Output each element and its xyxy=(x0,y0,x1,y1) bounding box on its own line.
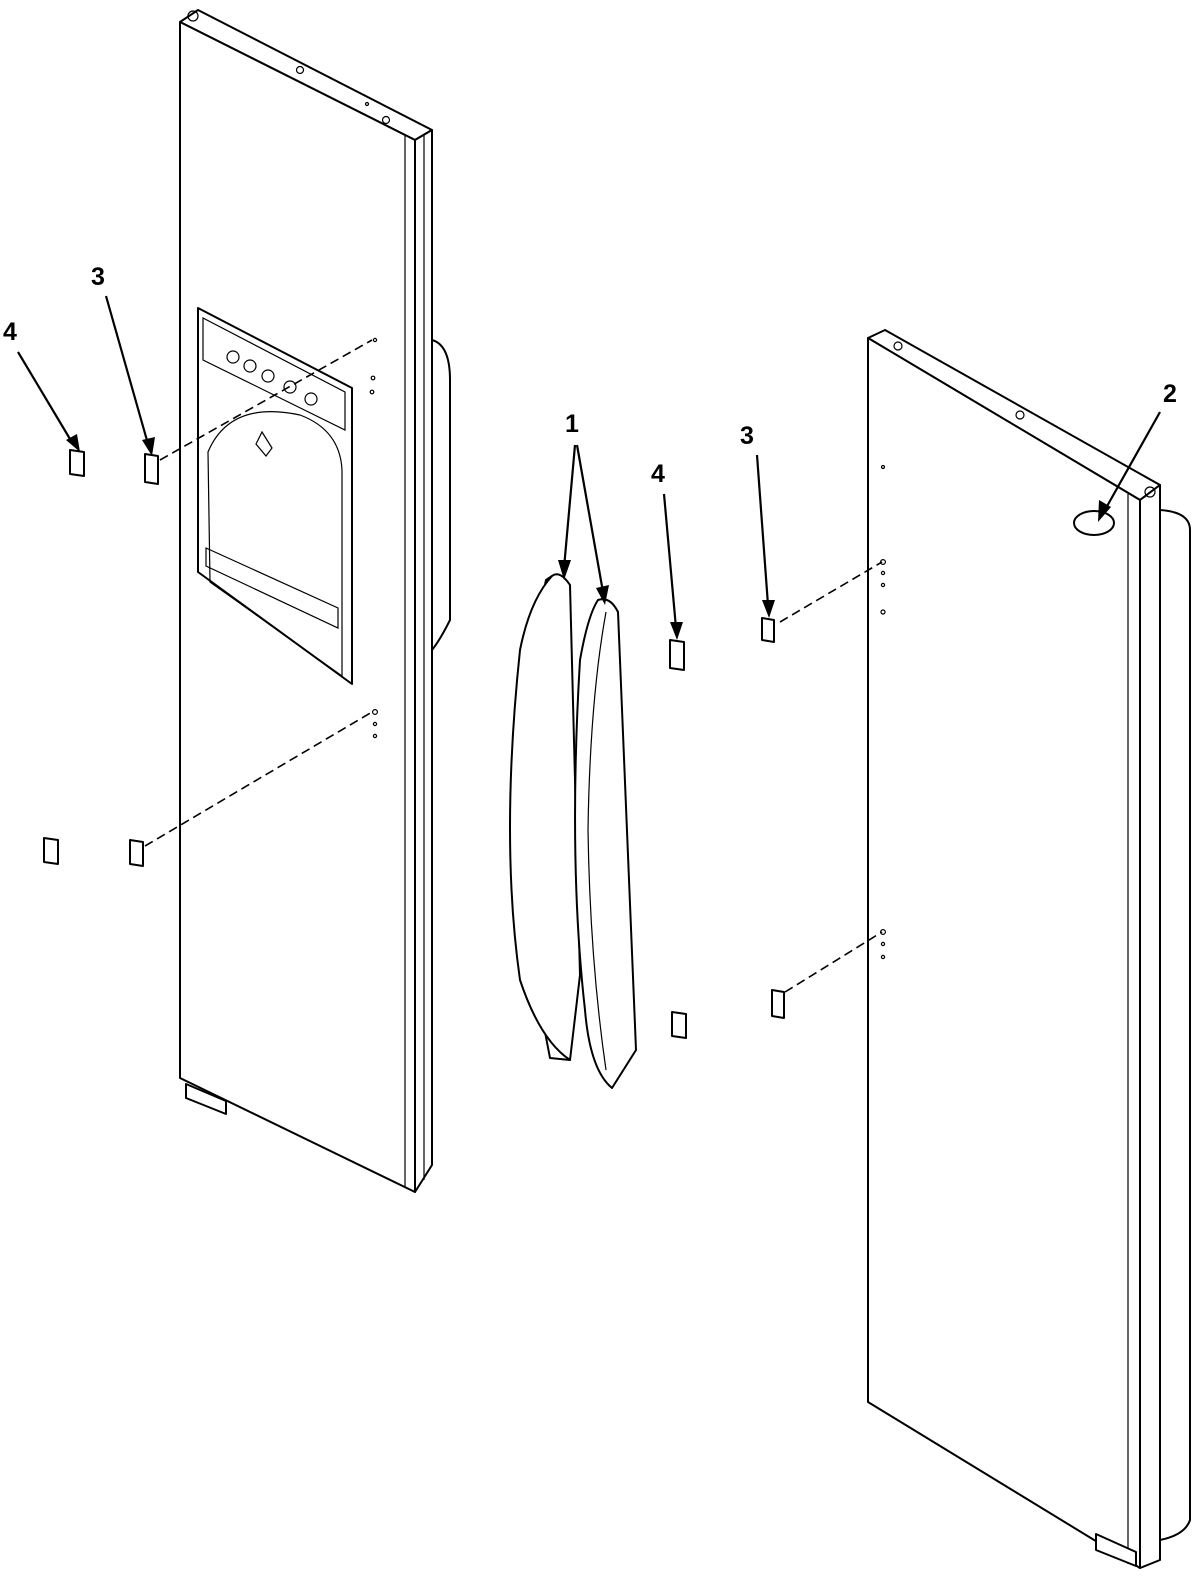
assembly-lines xyxy=(144,339,883,993)
callout-1: 1 xyxy=(558,410,609,605)
hinge-clips xyxy=(43,449,785,1039)
door-handle-right xyxy=(574,598,637,1089)
callout-4-right: 4 xyxy=(651,460,683,640)
callout-3-left: 3 xyxy=(91,263,155,456)
callout-2-label: 2 xyxy=(1163,380,1177,408)
callout-2: 2 xyxy=(1098,380,1177,522)
callout-4-left-label: 4 xyxy=(3,318,17,346)
fresh-food-door xyxy=(867,329,1191,1569)
callout-4-left: 4 xyxy=(3,318,80,452)
callout-3-left-label: 3 xyxy=(91,263,105,291)
callout-4-right-label: 4 xyxy=(651,460,665,488)
callout-1-label: 1 xyxy=(565,410,579,438)
ice-water-dispenser xyxy=(197,307,353,685)
door-handle-left xyxy=(509,573,581,1061)
callout-3-right: 3 xyxy=(740,422,775,618)
callout-3-right-label: 3 xyxy=(740,422,754,450)
